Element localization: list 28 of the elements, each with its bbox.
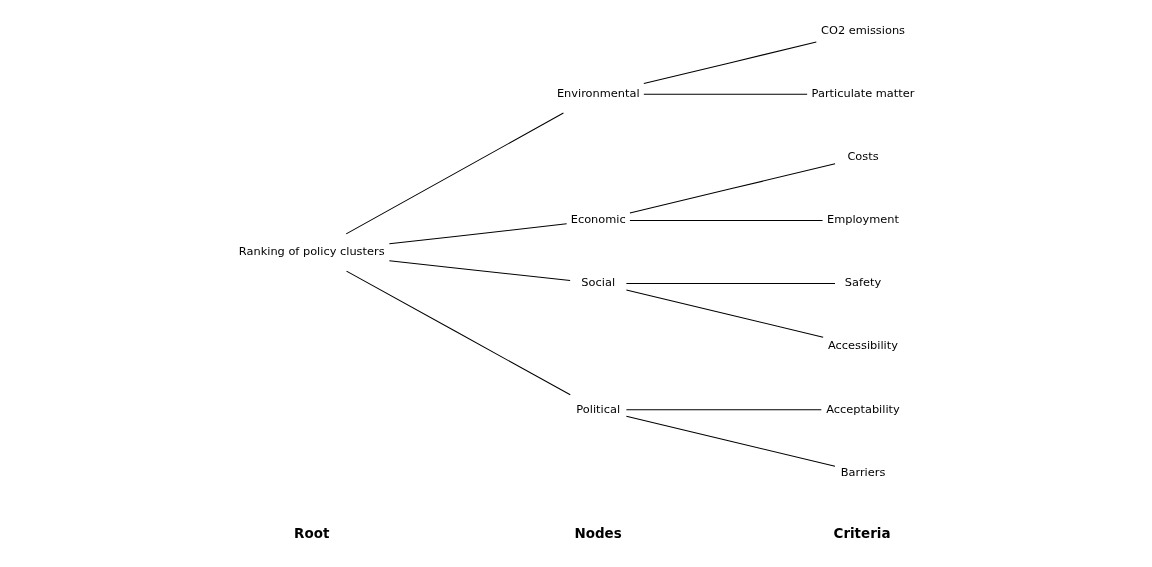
connector <box>625 415 835 467</box>
label: Nodes <box>573 526 622 542</box>
connector <box>628 163 836 214</box>
connector <box>642 93 808 95</box>
connector <box>625 289 824 338</box>
node-text: Costs <box>846 149 879 164</box>
connector <box>625 409 822 411</box>
connector <box>388 260 571 282</box>
node-text: Ranking of policy clusters <box>238 244 385 259</box>
node-text: Particulate matter <box>811 86 914 101</box>
connector <box>345 112 564 235</box>
node-text: CO2 emissions <box>820 23 905 38</box>
node-text: Safety <box>844 275 881 290</box>
connector <box>625 283 835 284</box>
node-text: Employment <box>826 212 899 227</box>
node-text: Political <box>575 401 620 416</box>
node-text: Acceptability <box>825 401 900 416</box>
connector <box>388 223 567 245</box>
node-text: Barriers <box>840 464 885 479</box>
node-text: Economic <box>570 212 626 227</box>
connector <box>345 270 571 396</box>
node-text: Social <box>580 275 615 290</box>
label: Root <box>293 526 329 542</box>
connector <box>628 219 823 221</box>
connector <box>642 41 817 85</box>
label: Criteria <box>833 526 890 542</box>
node-text: Accessibility <box>827 338 898 353</box>
node-text: Environmental <box>556 86 640 101</box>
